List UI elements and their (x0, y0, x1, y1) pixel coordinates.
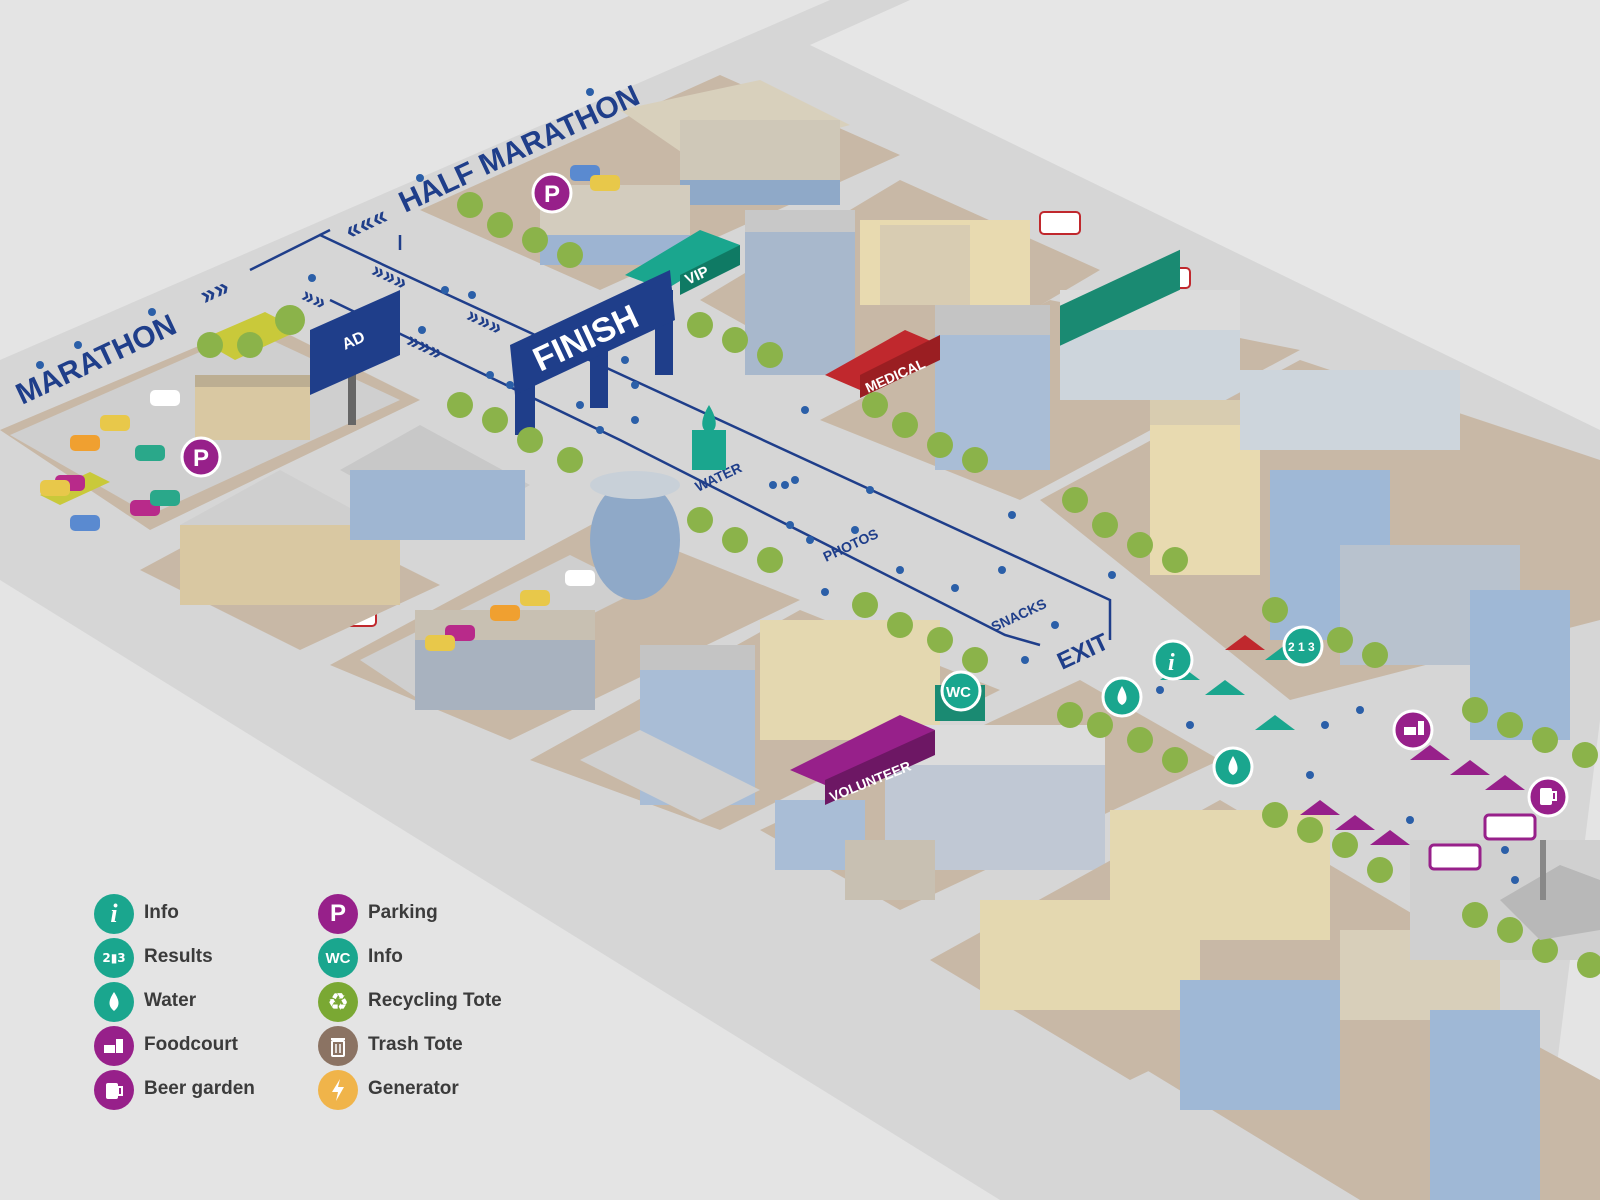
legend-label-foodcourt: Foodcourt (144, 1034, 238, 1055)
foodcourt-marker[interactable] (1392, 709, 1434, 751)
medical-tent: MEDICAL (825, 330, 940, 398)
lightning-icon (318, 1070, 358, 1110)
legend-item-info: i Info (94, 894, 314, 934)
legend-item-generator: Generator (318, 1070, 538, 1110)
svg-text:i: i (1168, 650, 1175, 676)
parking-marker-west[interactable]: P (180, 436, 222, 478)
recycling-icon: ♻ (318, 982, 358, 1022)
block-far-east (1040, 360, 1600, 740)
beer-garden-marker[interactable] (1527, 776, 1569, 818)
block-south-central (530, 610, 1000, 830)
legend-label-parking: Parking (368, 902, 438, 923)
legend-item-wc: WC Info (318, 938, 538, 978)
legend-label-wc: Info (368, 946, 403, 967)
map-legend: i Info 2▮3 Results Water Foodcourt Beer … (94, 894, 554, 1124)
parking-marker-north[interactable]: P (531, 172, 573, 214)
block-west (140, 425, 530, 650)
legend-label-info: Info (144, 902, 179, 923)
water-marker-2[interactable] (1212, 746, 1254, 788)
wc-icon: WC (318, 938, 358, 978)
beer-mug-icon (94, 1070, 134, 1110)
svg-text:P: P (193, 445, 209, 472)
foodcourt-icon (94, 1026, 134, 1066)
legend-label-beer-garden: Beer garden (144, 1078, 255, 1099)
legend-label-results: Results (144, 946, 213, 967)
svg-text:P: P (544, 181, 560, 208)
block-southwest (330, 471, 800, 740)
legend-label-recycling: Recycling Tote (368, 990, 502, 1011)
stage (1500, 840, 1600, 940)
wc-marker[interactable]: WC (940, 670, 982, 712)
water-station (692, 405, 726, 470)
legend-item-foodcourt: Foodcourt (94, 1026, 314, 1066)
legend-item-beer-garden: Beer garden (94, 1070, 314, 1110)
legend-label-water: Water (144, 990, 197, 1011)
results-podium-icon: 2▮3 (94, 938, 134, 978)
parked-cars (40, 165, 620, 651)
water-marker-1[interactable] (1101, 676, 1143, 718)
legend-item-recycling: ♻ Recycling Tote (318, 982, 538, 1022)
info-icon: i (94, 894, 134, 934)
legend-item-results: 2▮3 Results (94, 938, 314, 978)
legend-label-generator: Generator (368, 1078, 459, 1099)
legend-item-water: Water (94, 982, 314, 1022)
vip-tent: VIP (625, 230, 740, 295)
legend-item-trash: Trash Tote (318, 1026, 538, 1066)
results-marker[interactable]: 2 1 3 (1282, 625, 1324, 667)
legend-label-trash: Trash Tote (368, 1034, 463, 1055)
info-marker[interactable]: i (1152, 639, 1194, 681)
block-south-east (760, 680, 1220, 910)
water-drop-icon (94, 982, 134, 1022)
trees (197, 192, 1600, 978)
svg-text:WC: WC (946, 684, 971, 701)
svg-text:2 1 3: 2 1 3 (1288, 640, 1315, 654)
people (36, 88, 1519, 884)
legend-item-parking: P Parking (318, 894, 538, 934)
food-trucks (1428, 813, 1537, 871)
parking-icon: P (318, 894, 358, 934)
ad-billboard: AD (310, 290, 400, 425)
festival-tents-purple (1300, 745, 1525, 845)
trash-icon (318, 1026, 358, 1066)
